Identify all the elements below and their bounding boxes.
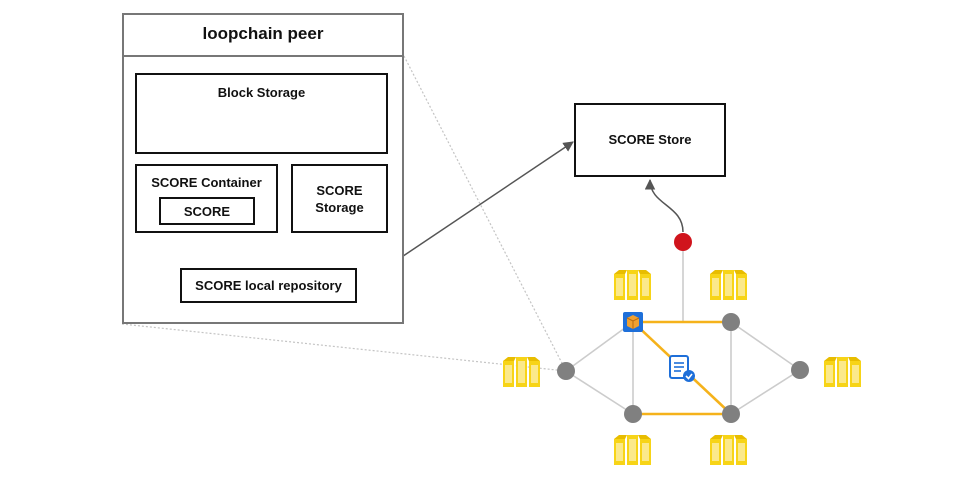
score-container-label: SCORE Container (151, 175, 262, 190)
node-left (557, 362, 575, 380)
blocks-icon (824, 357, 861, 387)
node-top-right (722, 313, 740, 331)
blocks-icon (503, 357, 540, 387)
score-local-repository-box (180, 268, 357, 303)
score-storage-box (291, 164, 388, 233)
score-store-box (574, 103, 726, 177)
score-label: SCORE (183, 204, 231, 219)
score-local-repository-label: SCORE local repository (195, 278, 342, 293)
score-box (159, 197, 255, 225)
submit-arrow (644, 178, 684, 233)
score-store-label: SCORE Store (608, 132, 692, 147)
zoom-line-top (403, 55, 567, 372)
score-storage-label: SCORE Storage (315, 183, 364, 215)
network-edges (565, 242, 801, 415)
peer-title: loopchain peer (202, 24, 324, 43)
peer-header (122, 13, 404, 57)
document-check-icon (669, 355, 695, 382)
node-right (791, 361, 809, 379)
node-bottom-right (722, 405, 740, 423)
blocks-icon (614, 270, 651, 300)
zoom-line-bottom (121, 323, 567, 372)
submit-node (674, 233, 692, 251)
blocks-icon (710, 270, 747, 300)
node-bottom-left (624, 405, 642, 423)
block-storage-label: Block Storage (217, 85, 306, 100)
blocks-icon (710, 435, 747, 465)
block-storage-box (135, 73, 388, 154)
cube-icon (623, 312, 643, 332)
blocks-icon (614, 435, 651, 465)
